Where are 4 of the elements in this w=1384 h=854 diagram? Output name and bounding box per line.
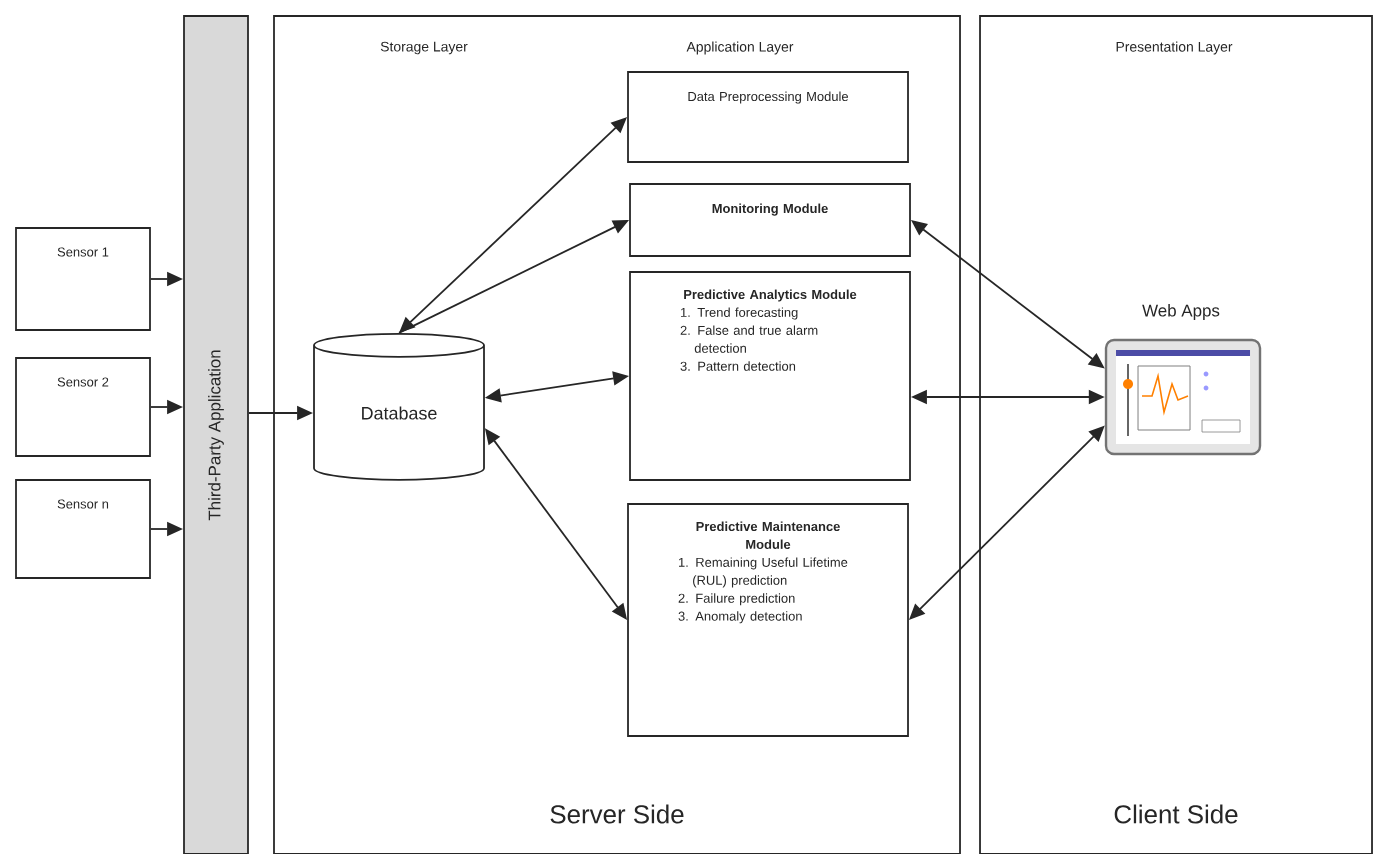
application-band: Third-Party Application	[183, 15, 249, 854]
web-app-picture: Web Apps	[1104, 304, 1262, 456]
node-label: Web Apps	[1142, 304, 1220, 320]
database-cylinder: Database	[313, 332, 485, 481]
